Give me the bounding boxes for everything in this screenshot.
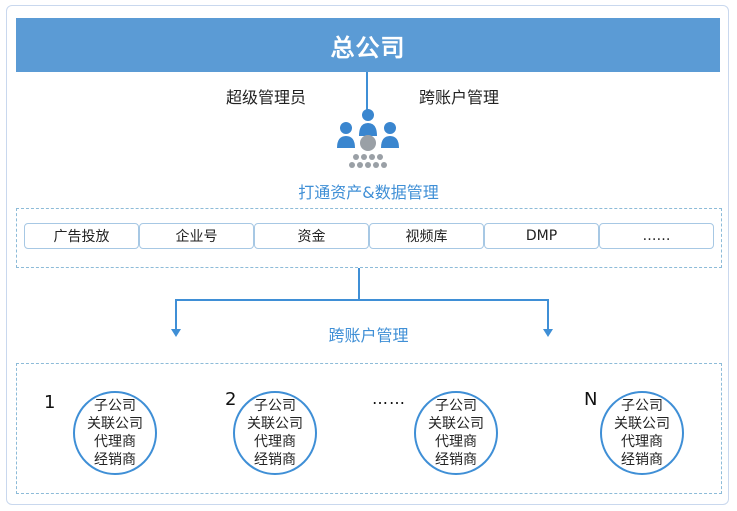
- entity-line: 经销商: [435, 452, 477, 468]
- entity-index: 1: [44, 392, 56, 413]
- people-group-icon: [337, 109, 399, 168]
- entity-line: 子公司: [94, 398, 136, 414]
- entity-line: 经销商: [94, 452, 136, 468]
- entity-index: ……: [372, 389, 406, 408]
- entity-line: 经销商: [254, 452, 296, 468]
- entity-line: 代理商: [435, 434, 477, 450]
- entity-line: 代理商: [94, 434, 136, 450]
- cross-account-label-top: 跨账户管理: [419, 88, 500, 107]
- module-video-library: 视频库: [369, 223, 484, 249]
- entity-index: N: [584, 389, 598, 410]
- entity-line: 关联公司: [614, 416, 670, 432]
- module-enterprise-account: 企业号: [139, 223, 254, 249]
- asset-data-label: 打通资产&数据管理: [298, 183, 439, 202]
- headquarters-bar: 总公司: [16, 18, 720, 72]
- entity-line: 关联公司: [247, 416, 303, 432]
- super-admin-label: 超级管理员: [226, 88, 307, 107]
- entity-line: 关联公司: [87, 416, 143, 432]
- module-more: ……: [599, 223, 714, 249]
- modules-row: 广告投放 企业号 资金 视频库 DMP ……: [24, 223, 714, 250]
- module-ad-delivery: 广告投放: [24, 223, 139, 249]
- entity-circle: 子公司 关联公司 代理商 经销商: [233, 391, 317, 475]
- module-dmp: DMP: [484, 223, 599, 249]
- entity-line: 关联公司: [428, 416, 484, 432]
- entity-circle: 子公司 关联公司 代理商 经销商: [73, 391, 157, 475]
- entity-circle: 子公司 关联公司 代理商 经销商: [600, 391, 684, 475]
- diagram-frame: [6, 5, 729, 505]
- entity-index: 2: [225, 389, 237, 410]
- modules-container: [16, 208, 722, 268]
- cross-account-label-bottom: 跨账户管理: [328, 326, 409, 345]
- branch-right: [547, 299, 549, 329]
- arrow-down-left-icon: [171, 329, 181, 337]
- entity-line: 子公司: [621, 398, 663, 414]
- branch-horizontal: [175, 299, 549, 301]
- branch-left: [175, 299, 177, 329]
- entity-line: 子公司: [435, 398, 477, 414]
- module-funds: 资金: [254, 223, 369, 249]
- entity-circle: 子公司 关联公司 代理商 经销商: [414, 391, 498, 475]
- header-connector: [366, 72, 368, 110]
- entity-line: 经销商: [621, 452, 663, 468]
- entity-line: 代理商: [621, 434, 663, 450]
- entity-line: 子公司: [254, 398, 296, 414]
- arrow-down-right-icon: [543, 329, 553, 337]
- entity-line: 代理商: [254, 434, 296, 450]
- module-connector: [358, 268, 360, 300]
- headquarters-title: 总公司: [330, 33, 406, 62]
- entities-container: [16, 363, 722, 494]
